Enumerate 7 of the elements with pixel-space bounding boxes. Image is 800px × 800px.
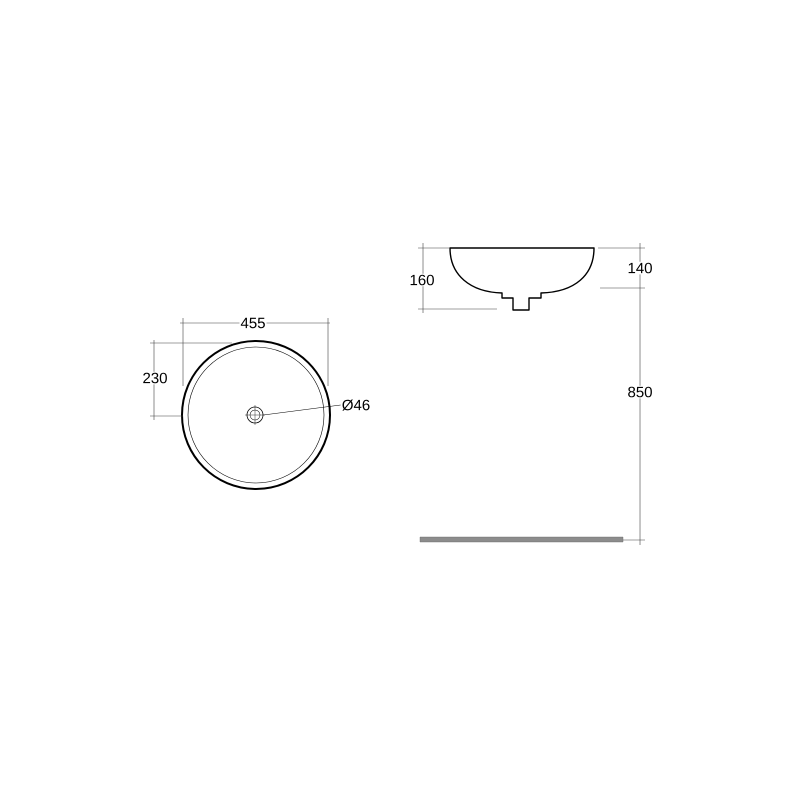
dimension-label: 850 — [626, 386, 654, 398]
dimension-label: 160 — [408, 274, 436, 286]
dimension-label: Ø46 — [340, 398, 372, 412]
drain-symbol — [244, 404, 266, 426]
dimension-label: 230 — [142, 372, 169, 384]
dimension-label: 455 — [240, 316, 267, 330]
dimension-label: 140 — [626, 262, 654, 274]
